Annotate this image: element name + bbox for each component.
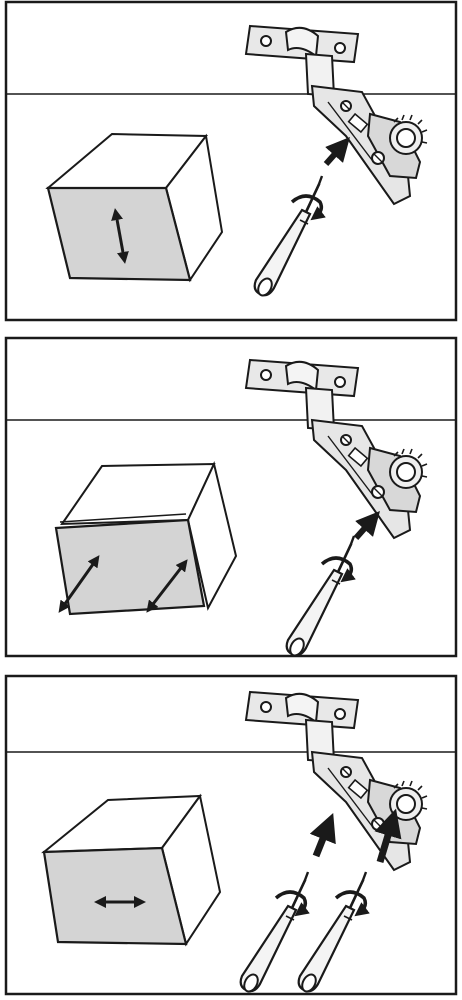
panel-step-2	[6, 338, 456, 658]
panel-step-3	[6, 676, 456, 994]
panel-step-1	[6, 2, 456, 320]
